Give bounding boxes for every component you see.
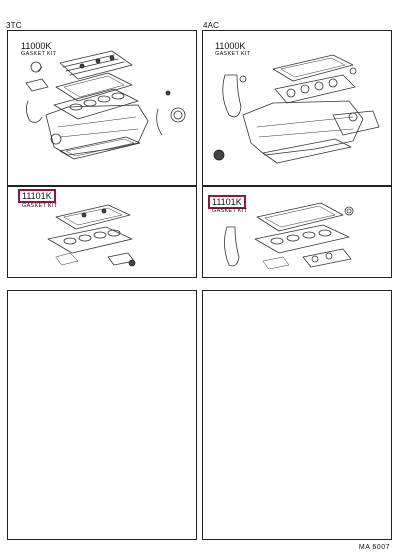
panel-4ac-full-kit: 11000K GASKET KIT — [202, 30, 392, 186]
panel-4ac-head-kit: 11101K GASKET KIT — [202, 186, 392, 278]
gasket-kit-3tc-head-drawing — [47, 204, 136, 267]
panel-4ac-empty — [202, 290, 392, 540]
part-number-4ac-11000k[interactable]: 11000K — [215, 41, 246, 51]
part-number-3tc-11000k[interactable]: 11000K — [21, 41, 52, 51]
part-name-3tc-11000k: GASKET KIT — [21, 51, 57, 57]
engine-label-3tc: 3TC — [6, 21, 22, 30]
panel-3tc-full-kit: 11000K GASKET KIT — [7, 30, 197, 186]
engine-label-4ac: 4AC — [203, 21, 220, 30]
part-name-3tc-11101k: GASKET KIT — [22, 203, 58, 209]
part-number-4ac-11101k[interactable]: 11101K — [208, 195, 246, 209]
panel-3tc-head-kit: 11101K GASKET KIT — [7, 186, 197, 278]
gasket-kit-4ac-full-drawing — [213, 54, 380, 164]
panel-3tc-empty — [7, 290, 197, 540]
part-name-4ac-11101k: GASKET KIT — [212, 208, 248, 214]
gasket-kit-4ac-head-drawing — [224, 202, 354, 270]
part-name-4ac-11000k: GASKET KIT — [215, 51, 251, 57]
gasket-kit-3tc-full-drawing — [25, 50, 186, 160]
part-number-3tc-11101k[interactable]: 11101K — [18, 189, 56, 203]
diagram-code: MA 6007 — [358, 544, 390, 551]
